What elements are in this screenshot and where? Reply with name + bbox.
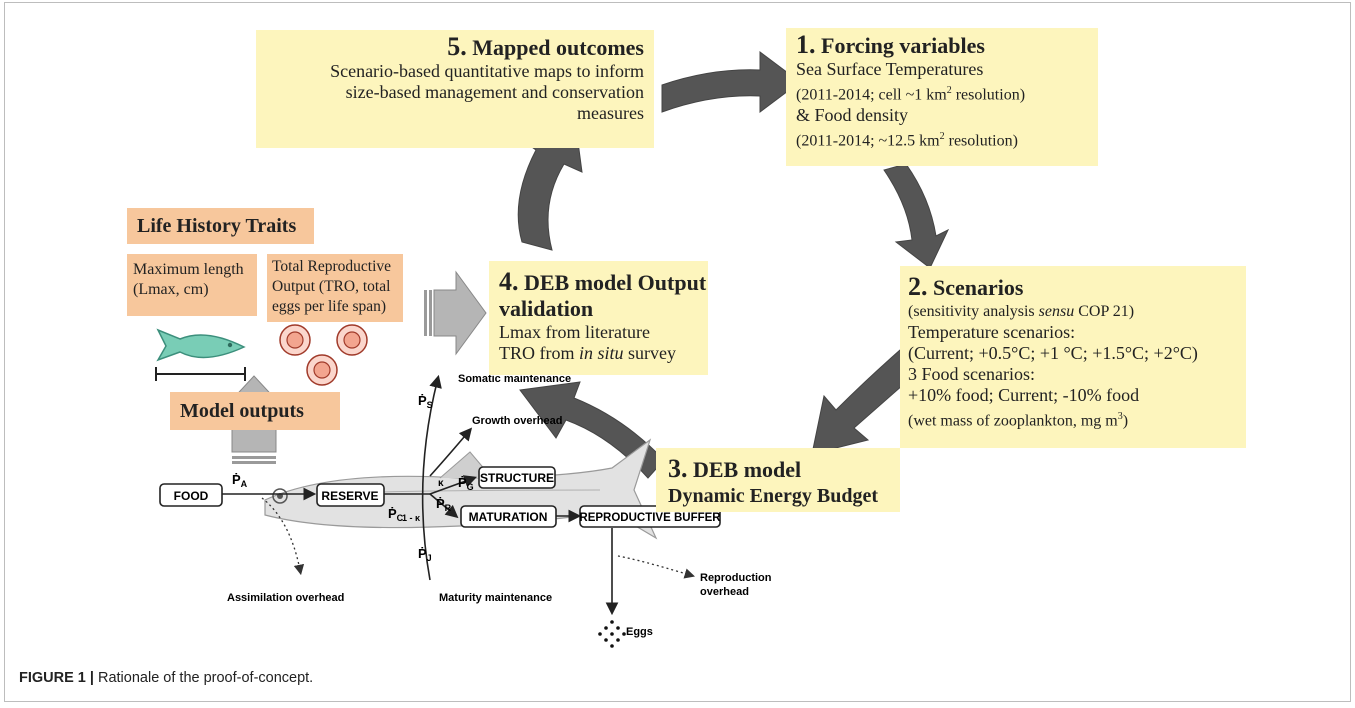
deb-flux-lines: [222, 374, 619, 616]
flux-c: ṖC: [388, 506, 404, 523]
cycle-arrow-5-to-1: [661, 51, 801, 113]
validation-tro: TRO from in situ survey: [499, 343, 677, 363]
forcing-heading: 1. Forcing variables: [796, 32, 1098, 59]
validation-title-line2: validation: [499, 296, 594, 321]
mapped-outcomes-line: size-based management and conservation: [345, 82, 644, 102]
caption-text: Rationale of the proof-of-concept.: [93, 670, 314, 686]
deb-overhead-lines: [261, 497, 695, 579]
reproductive-buffer-label: REPRODUCTIVE BUFFER: [579, 512, 721, 524]
block-arrow-right: [424, 270, 487, 356]
max-length-box: Maximum length (Lmax, cm): [127, 254, 257, 316]
validation-title-line1: DEB model Output: [524, 270, 707, 295]
svg-text:ṖC: ṖC: [388, 506, 404, 523]
scenarios-title: Scenarios: [933, 275, 1024, 300]
step-number: 3.: [668, 454, 688, 483]
mapped-outcomes-heading: 5. Mapped outcomes: [266, 34, 644, 61]
caption-label: FIGURE 1 |: [19, 670, 94, 686]
flux-r: ṖR: [436, 496, 452, 513]
box-scenarios: 2. Scenarios (sensitivity analysis sensu…: [900, 266, 1246, 448]
forcing-sst-resolution: (2011-2014; cell ~1 km2 resolution): [796, 85, 1026, 104]
growth-overhead-label: Growth overhead: [472, 415, 562, 427]
somatic-maintenance-label: Somatic maintenance: [458, 373, 571, 385]
scenarios-food-unit: (wet mass of zooplankton, mg m3): [908, 411, 1129, 430]
svg-text:ṖA: ṖA: [232, 472, 248, 489]
assimilation-overhead-label: Assimilation overhead: [227, 592, 344, 604]
deb-model-subtitle: Dynamic Energy Budget: [668, 485, 878, 507]
box-deb-model: 3. DEB model Dynamic Energy Budget: [656, 448, 900, 512]
model-outputs-label: Model outputs: [170, 392, 340, 430]
forcing-food: & Food density: [796, 105, 909, 126]
reserve-box: RESERVE: [316, 483, 385, 507]
food-label: FOOD: [174, 489, 209, 503]
cycle-arrow-3-to-4: [519, 381, 665, 479]
tro-box: Total Reproductive Output (TRO, total eg…: [267, 254, 403, 322]
svg-text:ṖJ: ṖJ: [418, 546, 432, 563]
step-number: 2.: [908, 272, 928, 301]
egg-icon: [306, 354, 338, 386]
eggs-icon: [598, 620, 626, 648]
box-forcing-variables: 1. Forcing variables Sea Surface Tempera…: [786, 28, 1098, 166]
flux-g: ṖG: [458, 475, 474, 492]
deb-model-title: DEB model: [693, 457, 802, 482]
scenarios-temperature-heading: Temperature scenarios:: [908, 322, 1076, 342]
life-history-traits-label: Life History Traits: [127, 208, 314, 244]
maturation-label: MATURATION: [469, 510, 548, 524]
svg-text:ṖR: ṖR: [436, 496, 452, 513]
flux-a: ṖA: [232, 472, 248, 489]
svg-text:ṖS: ṖS: [418, 393, 433, 410]
structure-label: STRUCTURE: [480, 471, 554, 485]
mapped-outcomes-line: measures: [577, 103, 644, 123]
box-mapped-outcomes: 5. Mapped outcomes Scenario-based quanti…: [256, 30, 654, 148]
forcing-sst: Sea Surface Temperatures: [796, 59, 984, 79]
fish-icon: [156, 328, 246, 362]
mapped-outcomes-line: Scenario-based quantitative maps to info…: [330, 61, 644, 81]
forcing-title: Forcing variables: [821, 33, 985, 58]
maturation-box: MATURATION: [460, 505, 557, 528]
figure-caption: FIGURE 1 | Rationale of the proof-of-con…: [19, 670, 313, 686]
step-number: 5.: [447, 32, 467, 61]
step-number: 4.: [499, 267, 519, 296]
reserve-label: RESERVE: [321, 489, 378, 503]
validation-heading: 4. DEB model Output: [499, 269, 708, 296]
kappa-label: κ: [438, 478, 444, 489]
scenarios-food-values: +10% food; Current; -10% food: [908, 385, 1140, 405]
validation-lmax: Lmax from literature: [499, 322, 650, 342]
scenarios-food-heading: 3 Food scenarios:: [908, 364, 1035, 384]
scenarios-temperature-values: (Current; +0.5°C; +1 °C; +1.5°C; +2°C): [908, 343, 1198, 363]
flux-j: ṖJ: [418, 546, 432, 563]
box-validation: 4. DEB model Output validation Lmax from…: [489, 261, 708, 375]
one-minus-kappa-label: 1 - κ: [402, 513, 421, 523]
eggs-label: Eggs: [626, 626, 653, 638]
egg-icon: [279, 324, 311, 356]
reproduction-overhead-label-2: overhead: [700, 586, 749, 598]
structure-box: STRUCTURE: [478, 466, 556, 489]
scenarios-heading: 2. Scenarios: [908, 274, 1246, 301]
scenarios-sensitivity: (sensitivity analysis sensu COP 21): [908, 303, 1135, 320]
step-number: 1.: [796, 30, 816, 59]
figure-frame: [4, 2, 1351, 702]
mapped-outcomes-title: Mapped outcomes: [472, 35, 644, 60]
food-box: FOOD: [159, 483, 223, 507]
flux-s: ṖS: [418, 393, 433, 410]
deb-model-heading: 3. DEB model: [668, 456, 900, 483]
forcing-food-resolution: (2011-2014; ~12.5 km2 resolution): [796, 131, 1018, 150]
svg-text:ṖG: ṖG: [458, 475, 474, 492]
cycle-arrow-1-to-2: [883, 163, 950, 269]
maturity-maintenance-label: Maturity maintenance: [439, 592, 552, 604]
reproduction-overhead-label: Reproduction: [700, 572, 772, 584]
length-scale-bar: [155, 367, 246, 381]
egg-icon: [336, 324, 368, 356]
